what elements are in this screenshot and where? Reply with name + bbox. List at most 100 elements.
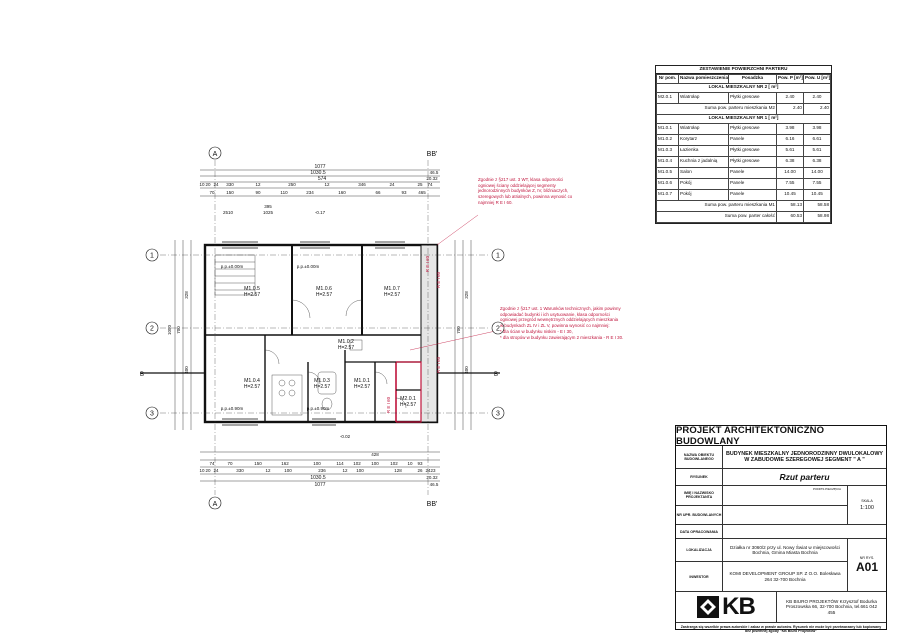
dimension: 23 — [430, 468, 436, 473]
table-cell: 58.58 — [803, 199, 831, 212]
table-cell: LOKAL MIESZKALNY NR 1 [ m²] — [656, 113, 831, 124]
level: p.p.±0.00m — [297, 264, 320, 269]
dimension: -0.17 — [315, 210, 326, 215]
dimension: 24 — [213, 182, 219, 187]
room-id: M2.0.1 — [400, 396, 416, 402]
dimension: 93 — [417, 461, 423, 466]
scale-value: 1:100 — [860, 505, 874, 511]
note-line: * dla stropów w budynku zawierającym 2 m… — [500, 334, 624, 340]
dimension: 234 — [306, 190, 314, 195]
table-section-row: LOKAL MIESZKALNY NR 1 [ m²] — [656, 113, 831, 124]
axis-label: B — [494, 372, 498, 378]
author-label: IMIĘ I NAZWISKO PROJEKTANTA — [676, 486, 723, 505]
table-cell: 6.16 — [776, 133, 804, 146]
room-id: M1.0.4 — [244, 378, 260, 384]
fire-note-2: Zgodnie z §217 ust. 1 Warunków techniczn… — [500, 306, 660, 340]
location-value: Działka nr 3060/2 przy ul. Nowy Świat w … — [729, 544, 841, 556]
axis-label: 1 — [496, 253, 500, 260]
dimension: 46.5 — [430, 170, 439, 175]
note-line: Zgodnie z §217 ust. 1 Warunków techniczn… — [500, 306, 621, 311]
note-line: ogniowej przegród wewnętrznych oddzielaj… — [500, 317, 619, 323]
room-height: H=2.57 — [354, 384, 370, 390]
fire-rating: R E I 60 — [425, 255, 430, 272]
table-cell: M1.0.6 — [656, 177, 679, 190]
sheet-value: A01 — [855, 560, 878, 574]
fire-rating: R E I 60 — [436, 271, 441, 288]
dimension: 70 — [209, 190, 215, 195]
table-cell: Płytki gresowe — [728, 144, 777, 157]
dimension: 12 — [324, 182, 330, 187]
dimension: 93 — [401, 190, 407, 195]
axis-label: 2 — [496, 326, 500, 333]
room-id: M1.0.3 — [314, 378, 330, 384]
dimension: 102 — [390, 461, 398, 466]
dimension: 162 — [281, 461, 289, 466]
area-table: ZESTAWIENIE POWIERZCHNI PARTERU Nr pom.N… — [655, 65, 832, 224]
title-block: PROJEKT ARCHITEKTONICZNO BUDOWLANY NAZWA… — [675, 425, 887, 633]
axis-label: 1 — [150, 253, 154, 260]
dimension: 10 — [199, 468, 205, 473]
dimension: 46.5 — [430, 482, 439, 487]
table-cell: Panele — [728, 177, 777, 190]
table-cell: Pow. P [m²] — [776, 73, 804, 84]
note-line: ogniowej ściany oddzielającej segmenty — [478, 182, 556, 188]
room-height: H=2.57 — [314, 384, 330, 390]
table-cell: 2.40 — [803, 102, 831, 115]
area-table-title: ZESTAWIENIE POWIERZCHNI PARTERU — [656, 66, 831, 74]
table-cell: M1.0.3 — [656, 144, 679, 157]
investor-label: INWESTOR — [676, 562, 723, 591]
investor-value: KOMI DEVELOPMENT GROUP SP. Z O.O. Bolesł… — [729, 571, 841, 582]
note-line: w budynkach ZL IV i ZL V, powinna wynosi… — [500, 323, 610, 329]
dimension: 150 — [254, 461, 262, 466]
table-cell: 3.98 — [803, 122, 831, 135]
dimension: 400 — [184, 366, 189, 374]
table-cell: 7.55 — [803, 177, 831, 190]
table-cell: M1.0.2 — [656, 133, 679, 146]
dimension: 328 — [184, 291, 189, 299]
table-cell: Wiatrołap — [678, 122, 729, 135]
table-cell: LOKAL MIESZKALNY NR 2 [ m²] — [656, 82, 831, 93]
room-id: M1.0.1 — [354, 378, 370, 384]
table-cell: Nazwa pomieszczenia — [678, 73, 729, 84]
dimension: 74 — [209, 461, 215, 466]
axis-label: 2 — [150, 326, 154, 333]
sheet-label: NR RYS. — [859, 556, 875, 560]
project-header: PROJEKT ARCHITEKTONICZNO BUDOWLANY — [676, 425, 886, 447]
level: p.p.±0.00m — [221, 264, 244, 269]
room-id: M1.0.6 — [316, 286, 332, 292]
dimension: 250 — [288, 182, 296, 187]
dimension: 346 — [358, 182, 366, 187]
room-id: M1.0.2 — [338, 339, 354, 345]
table-cell: Pokój — [678, 177, 729, 190]
object-label: NAZWA OBIEKTU BUDOWLANEGO — [676, 446, 723, 468]
dimension: 20 — [205, 182, 211, 187]
dimension: 25 — [417, 182, 423, 187]
drawing-label: RYSUNEK — [676, 469, 723, 485]
table-cell: 2.40 — [776, 102, 804, 115]
dimension: 700 — [456, 326, 461, 334]
object-value: BUDYNEK MIESZKALNY JEDNORODZINNY DWULOKA… — [725, 450, 884, 463]
dimension: 70 — [227, 461, 233, 466]
table-cell: 14.00 — [803, 166, 831, 179]
table-cell: Posadzka — [728, 73, 777, 84]
level: p.p.±0.90m — [221, 406, 244, 411]
level: p.p.±0.90m — [307, 406, 330, 411]
dimension: 90 — [255, 190, 261, 195]
dimension: 330 — [226, 182, 234, 187]
table-section-row: LOKAL MIESZKALNY NR 2 [ m²] — [656, 82, 831, 93]
table-cell: Panele — [728, 166, 777, 179]
dimension: 1077 — [314, 164, 325, 170]
note-line: odpowiadać budynki i ich usytuowanie, kl… — [500, 311, 610, 317]
table-cell: 10.45 — [803, 188, 831, 201]
dimension: 114 — [336, 461, 344, 466]
axis-label: BB' — [427, 151, 438, 158]
dimension: 74 — [427, 182, 433, 187]
dimension: 400 — [464, 366, 469, 374]
dimension: 1030.5 — [310, 475, 326, 481]
dimension: 12 — [342, 468, 348, 473]
